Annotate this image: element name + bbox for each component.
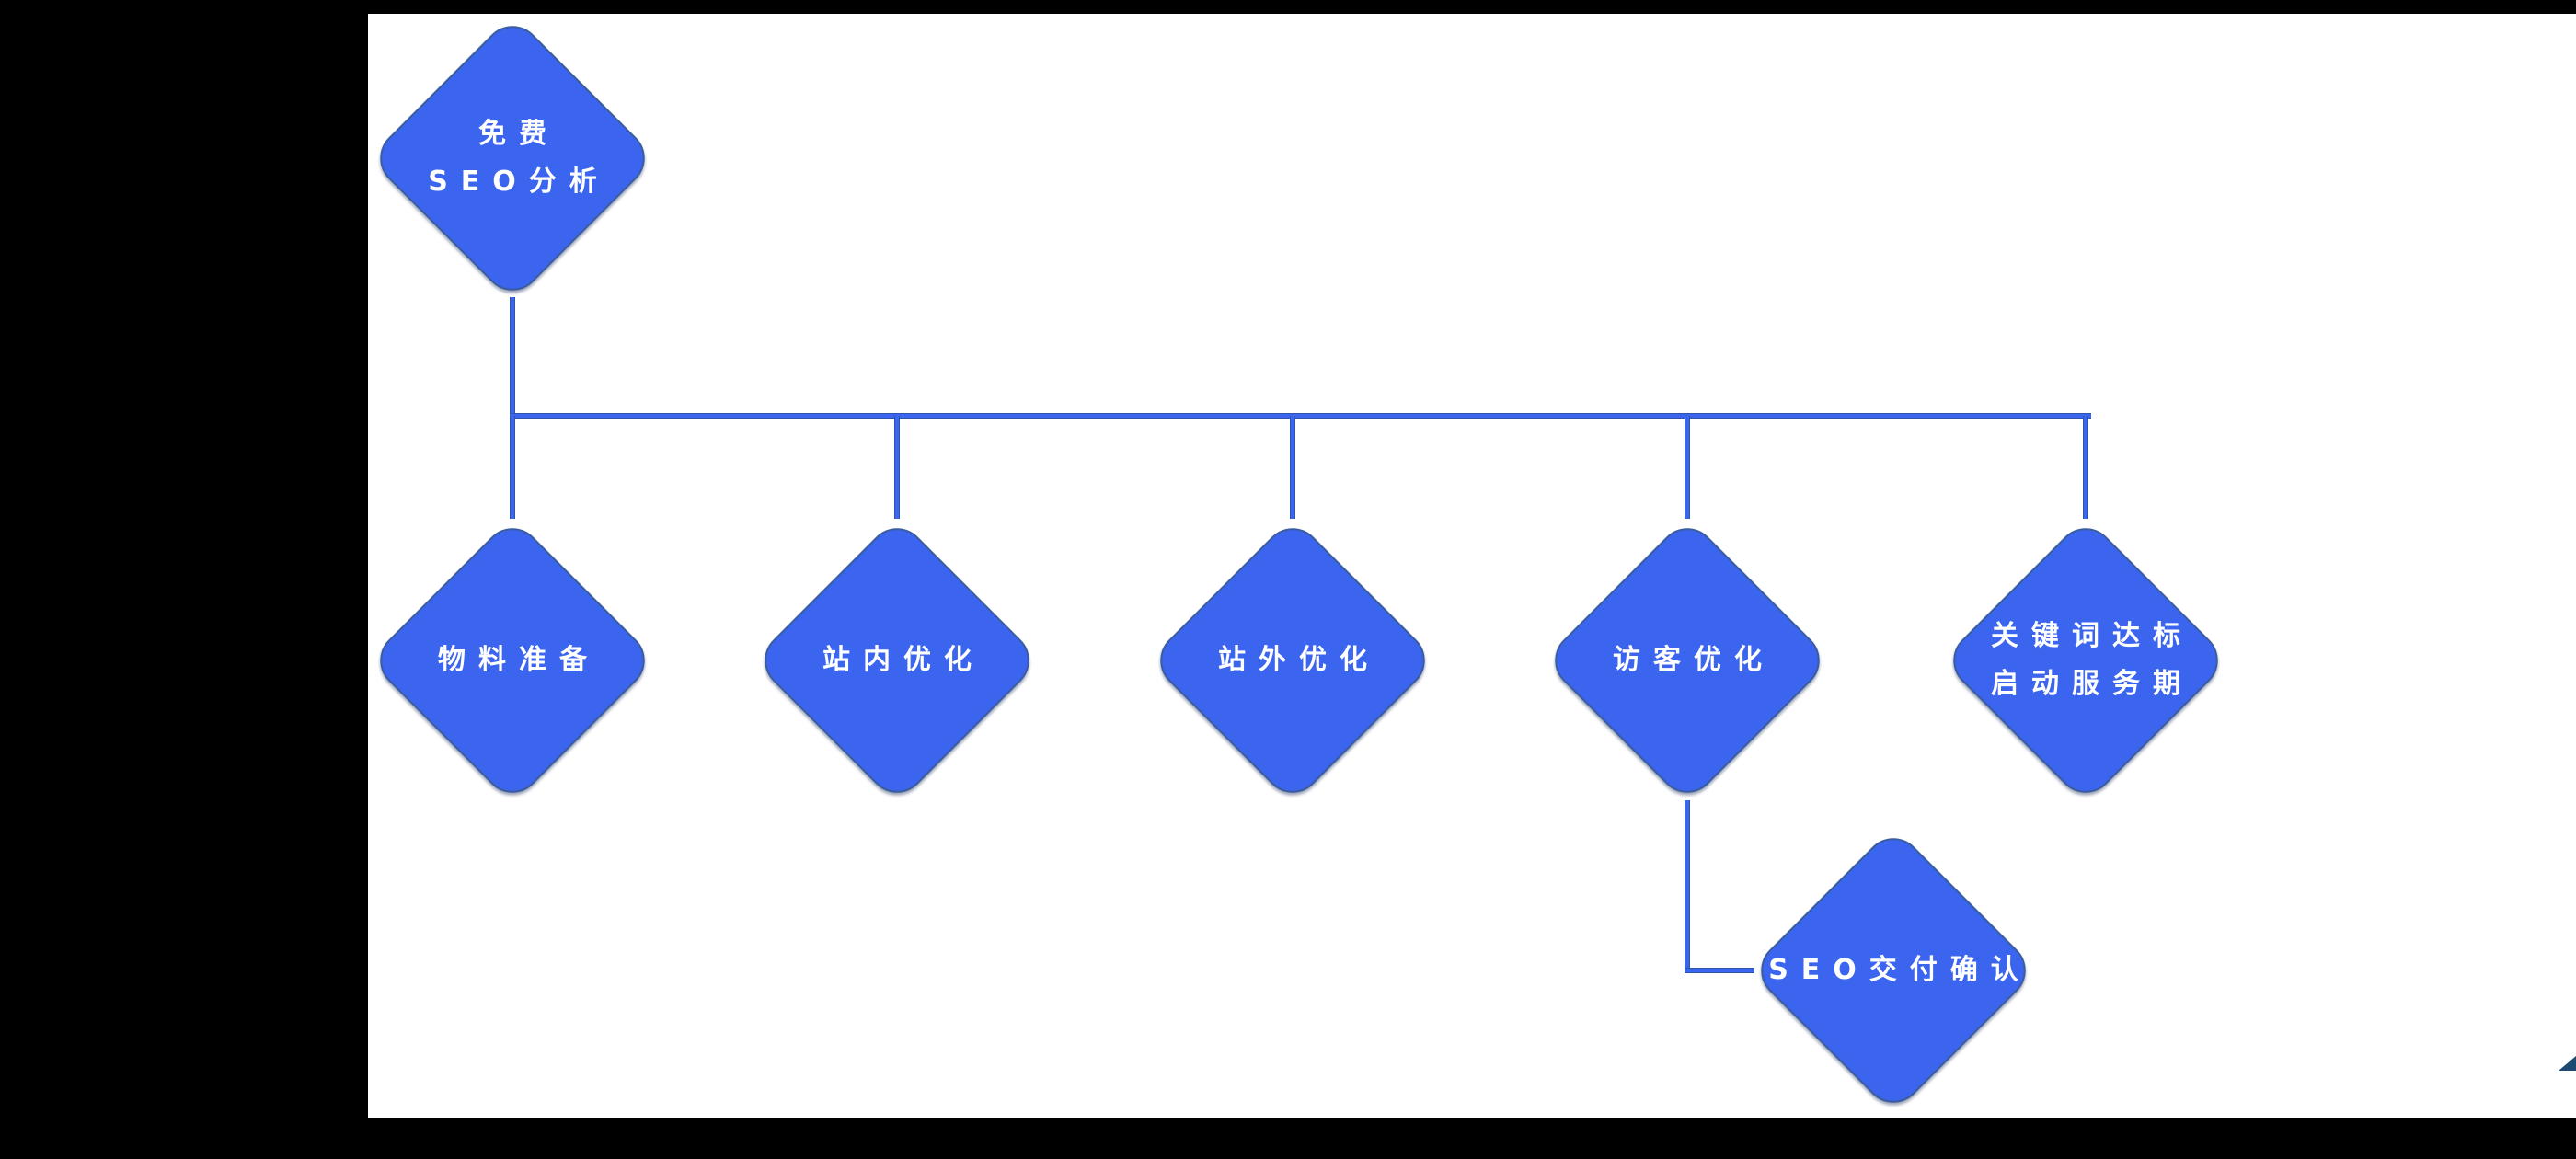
node-label-line1: 关键词达标 [1991, 620, 2193, 652]
node-label-line1: 访客优化 [1613, 644, 1775, 676]
connector-branch-rail [510, 413, 2091, 419]
flowchart-canvas: 免费 SEO分析 物料准备 站内优化 站外优化 访客优化 [368, 14, 2576, 1118]
node-label-line2: SEO分析 [428, 166, 610, 198]
connector-stem-keyword [2083, 416, 2088, 519]
node-label-line1: 站内优化 [822, 644, 984, 676]
node-onsite-optimization: 站内优化 [753, 516, 1041, 805]
node-label-line1: 物料准备 [438, 644, 600, 676]
node-visitor-optimization: 访客优化 [1543, 516, 1832, 805]
connector-stem-onsite [894, 416, 900, 519]
node-material-prep: 物料准备 [368, 516, 657, 805]
node-label: SEO交付确认 [1755, 947, 2031, 994]
node-label: 站外优化 [1205, 637, 1380, 684]
node-label-line1: 站外优化 [1218, 644, 1380, 676]
node-offsite-optimization: 站外优化 [1148, 516, 1437, 805]
node-seo-analysis: 免费 SEO分析 [368, 14, 657, 303]
connector-root-drop [510, 297, 515, 416]
corner-wedge-icon [2559, 1056, 2576, 1071]
node-label: 站内优化 [810, 637, 984, 684]
connector-stem-visitor [1685, 416, 1690, 519]
node-label: 关键词达标 启动服务期 [1978, 613, 2193, 708]
node-label: 访客优化 [1600, 637, 1775, 684]
node-label-line1: 免费 [477, 118, 559, 150]
connector-visitor-to-delivery-drop [1685, 800, 1690, 972]
node-label-line1: SEO交付确认 [1768, 954, 2031, 986]
node-label: 物料准备 [425, 637, 600, 684]
node-label: 免费 SEO分析 [415, 110, 610, 206]
node-seo-delivery-confirm: SEO交付确认 [1749, 826, 2038, 1115]
connector-stem-material-prep [510, 416, 515, 519]
node-keyword-target: 关键词达标 启动服务期 [1941, 516, 2230, 805]
node-label-line2: 启动服务期 [1991, 668, 2193, 700]
connector-stem-offsite [1290, 416, 1295, 519]
connector-visitor-to-delivery-run [1685, 968, 1754, 973]
